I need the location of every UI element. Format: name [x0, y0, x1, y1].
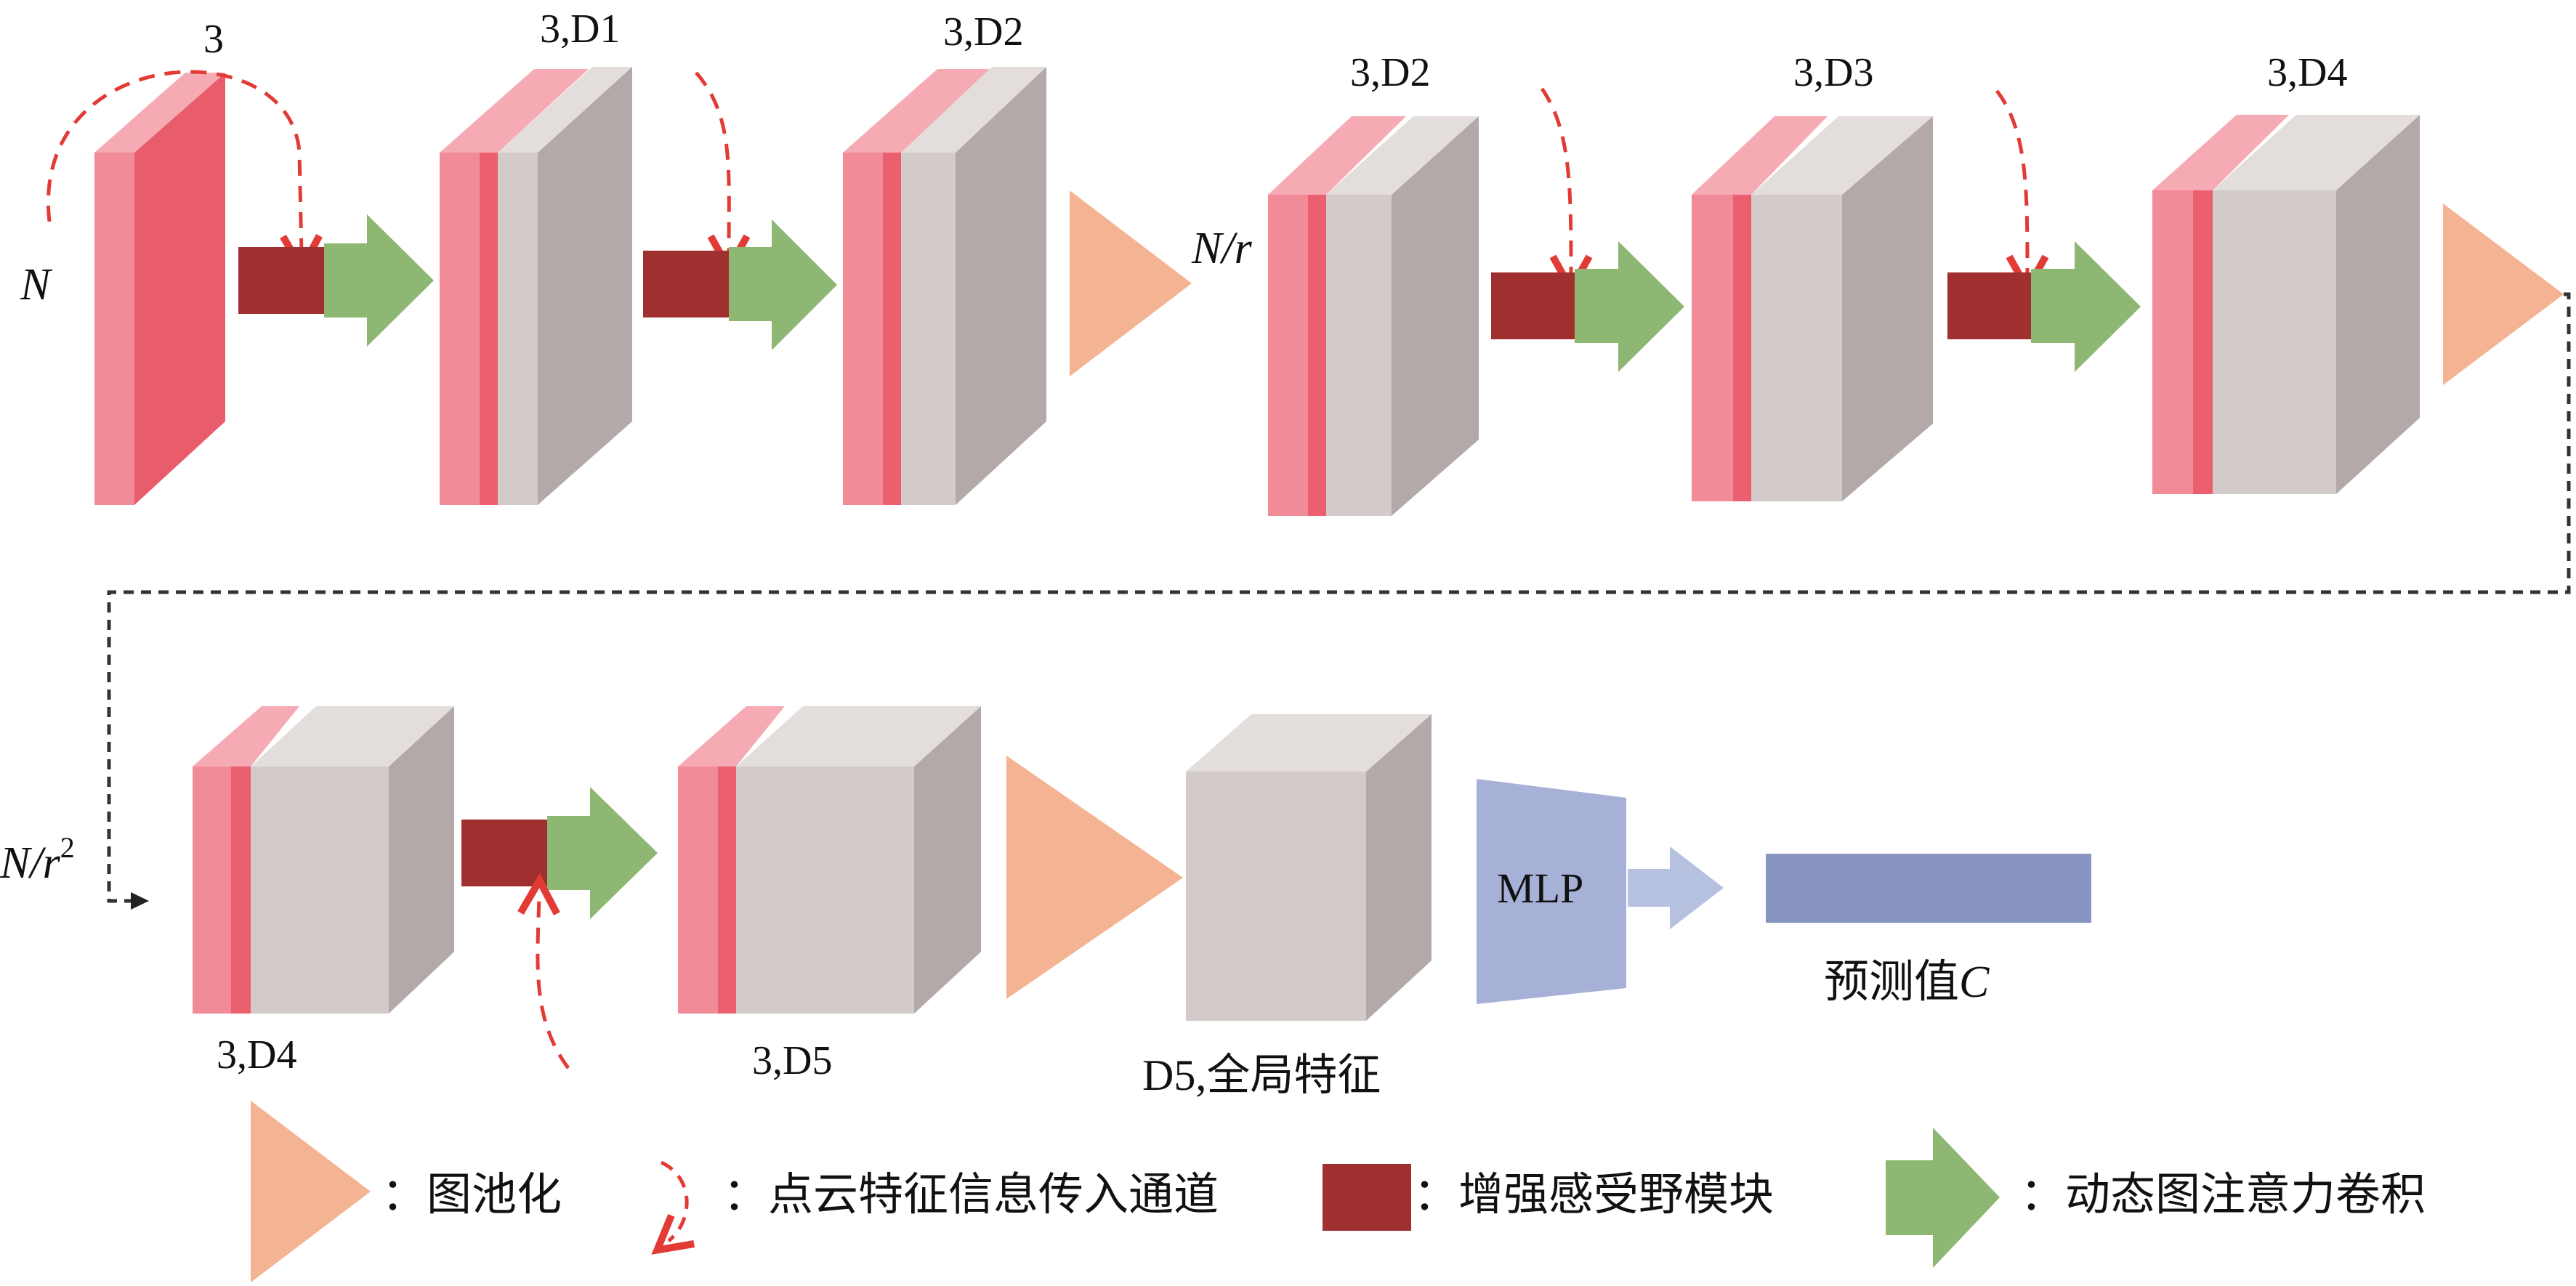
- receptive-module-5: [461, 820, 547, 886]
- attention-conv-arrow-5: [547, 787, 658, 919]
- attention-conv-arrow-3: [1575, 241, 1684, 372]
- receptive-module-1: [238, 247, 324, 314]
- block-3-label: 3,D2: [1350, 50, 1430, 95]
- global-feature-cube: [1186, 714, 1432, 1021]
- receptive-module-2: [643, 251, 729, 318]
- scale-points-label: N/r: [1191, 224, 1253, 273]
- mlp-block: [1477, 779, 1626, 1004]
- row-connector-arrowhead: [131, 892, 149, 910]
- info-channel-arrow-1: [46, 70, 302, 254]
- prediction-bar: [1766, 854, 2091, 923]
- block-7: [678, 706, 981, 1014]
- mlp-output-arrow: [1628, 846, 1724, 929]
- input-points-label: N: [20, 260, 53, 310]
- block-5-label: 3,D4: [2267, 50, 2347, 95]
- legend-pooling-text: ：图池化: [381, 1170, 562, 1220]
- block-2-label: 3,D2: [943, 9, 1023, 54]
- legend-receptive-module-text: ：增强感受野模块: [1413, 1170, 1774, 1220]
- legend-attention-conv-text: ：动态图注意力卷积: [2020, 1170, 2426, 1220]
- info-channel-arrow-5: [538, 895, 570, 1069]
- block-4-label: 3,D3: [1793, 50, 1873, 95]
- legend-attention-conv-icon: [1886, 1128, 2000, 1268]
- input-channels-label: 3: [203, 17, 224, 62]
- info-channel-arrow-3: [1540, 87, 1571, 275]
- block-7-label: 3,D5: [752, 1038, 832, 1083]
- global-feature-label: D5,全局特征: [1142, 1051, 1381, 1099]
- pooling-triangle-3: [1006, 756, 1183, 999]
- legend-info-channel-text: ：点云特征信息传入通道: [723, 1170, 1219, 1220]
- block-3: [1268, 116, 1479, 516]
- prediction-label: 预测值C: [1824, 958, 1990, 1007]
- block-6-label: 3,D4: [217, 1032, 296, 1077]
- mlp-label: MLP: [1497, 865, 1583, 912]
- pooling-triangle-2: [2443, 203, 2564, 385]
- block-4: [1692, 116, 1933, 501]
- attention-conv-arrow-4: [2031, 241, 2141, 372]
- block-5: [2152, 115, 2420, 494]
- row-connector-line: [107, 292, 2571, 903]
- block-2: [843, 67, 1046, 505]
- attention-conv-arrow-1: [324, 214, 434, 347]
- block-6: [193, 706, 454, 1014]
- legend-info-channel-icon: [661, 1160, 687, 1241]
- block-1: [440, 67, 632, 505]
- row2-points-label: N/r2: [0, 831, 75, 888]
- legend-pooling-triangle: [251, 1101, 371, 1282]
- pooling-triangle-1: [1070, 190, 1192, 376]
- legend-receptive-module-icon: [1323, 1164, 1411, 1231]
- input-slab: [94, 73, 225, 505]
- info-channel-arrow-2: [695, 71, 729, 254]
- attention-conv-arrow-2: [729, 219, 837, 350]
- legend: ：图池化 ：点云特征信息传入通道 ：增强感受野模块 ：动态图注意力卷积: [251, 1101, 2426, 1282]
- block-1-label: 3,D1: [540, 7, 620, 52]
- info-channel-arrow-4: [1995, 89, 2027, 275]
- receptive-module-4: [1947, 272, 2031, 339]
- receptive-module-3: [1491, 272, 1575, 339]
